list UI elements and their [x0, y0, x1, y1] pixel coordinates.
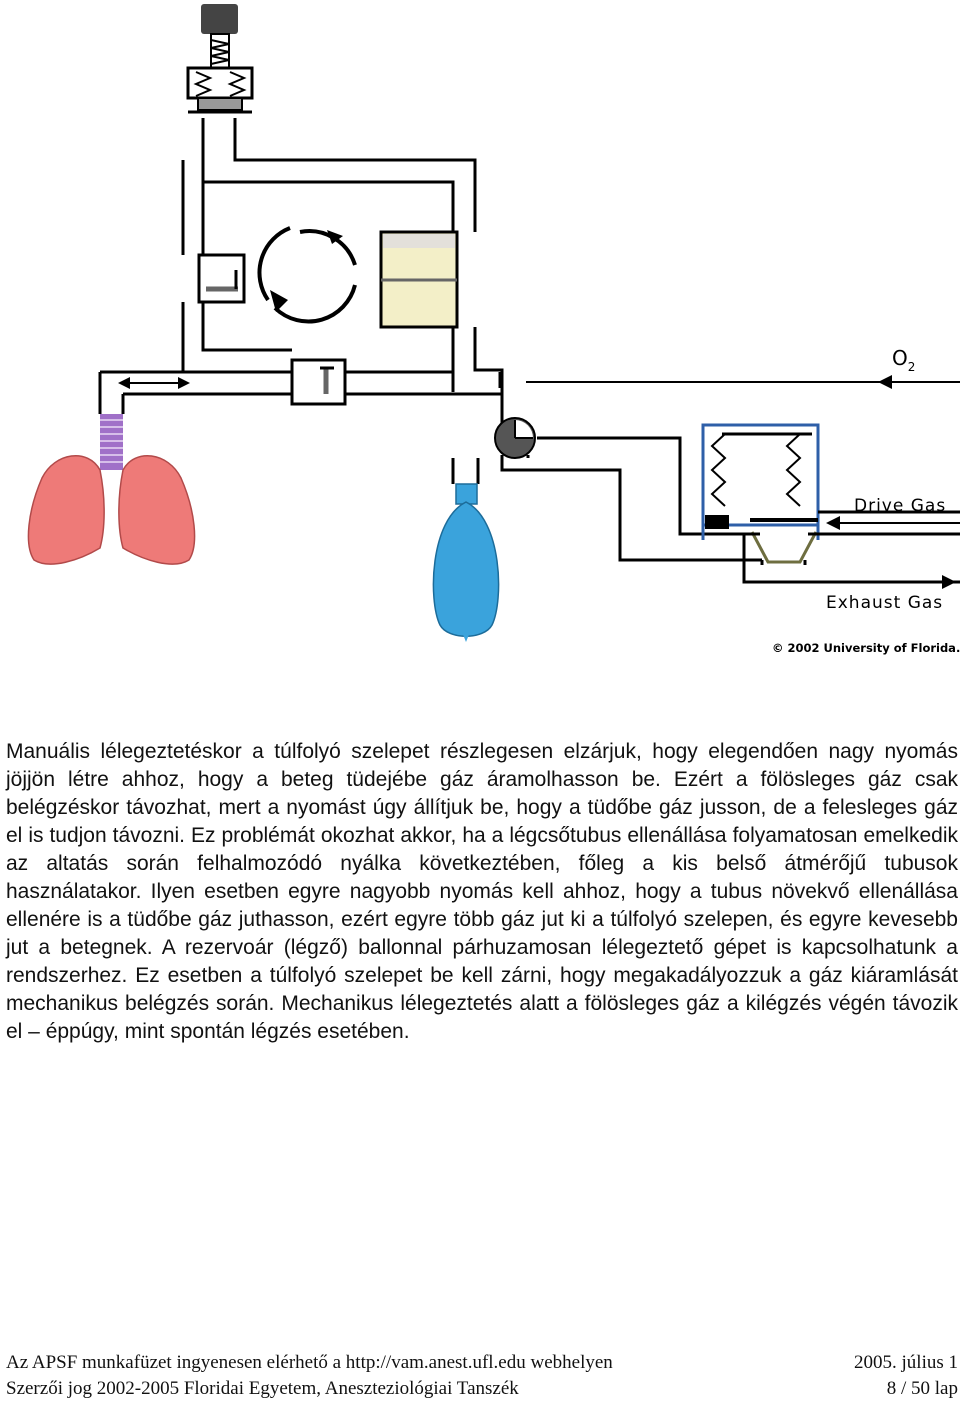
apl-valve [186, 4, 254, 114]
drive-gas-label: Drive Gas [854, 496, 946, 516]
footer-line-1: Az APSF munkafüzet ingyenesen elérhető a… [6, 1352, 958, 1378]
copyright-label: © 2002 University of Florida. [772, 641, 960, 655]
apl-valve-cap [201, 4, 238, 34]
ventilator-bellows [701, 423, 960, 564]
exhaust-gas-arrow [830, 575, 956, 589]
o2-label: O2 [892, 346, 915, 374]
breathing-circuit-diagram: O2 Drive Gas Exhaust Gas © 2002 Universi… [27, 4, 960, 655]
check-valve [494, 417, 536, 459]
footer-page-number: 8 / 50 lap [886, 1378, 958, 1399]
expiratory-valve [197, 253, 246, 304]
footer-line-2: Szerzői jog 2002-2005 Floridai Egyetem, … [6, 1378, 958, 1404]
endotracheal-tube [100, 414, 123, 470]
body-paragraph: Manuális lélegeztetéskor a túlfolyó szel… [6, 740, 958, 1043]
footer-availability: Az APSF munkafüzet ingyenesen elérhető a… [6, 1352, 613, 1373]
o2-inlet [498, 372, 960, 389]
right-lung [118, 455, 196, 565]
left-lung [27, 455, 105, 565]
drive-gas-arrow [826, 516, 960, 530]
circulation-arrow [257, 226, 357, 324]
reservoir-bag [432, 483, 500, 642]
footer-copyright: Szerzői jog 2002-2005 Floridai Egyetem, … [6, 1378, 519, 1399]
inspiratory-valve [290, 358, 347, 406]
co2-absorber-canister [379, 230, 459, 329]
circuit-pipes [98, 118, 960, 584]
bidirectional-arrow [118, 377, 190, 389]
footer-date: 2005. július 1 [854, 1352, 958, 1373]
lungs [27, 455, 196, 565]
exhaust-gas-label: Exhaust Gas [826, 593, 943, 613]
